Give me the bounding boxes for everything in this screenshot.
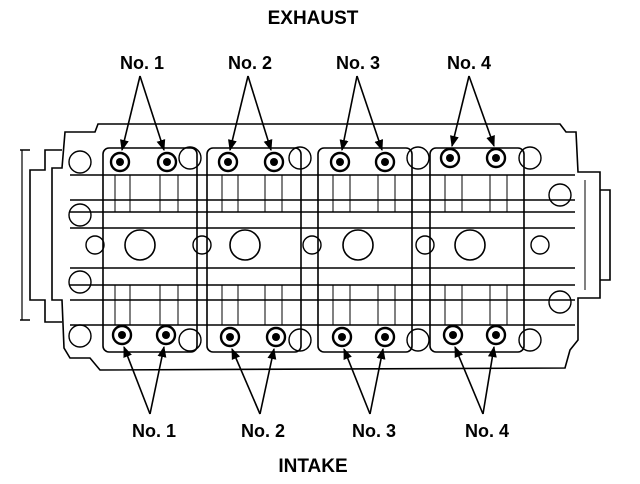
exhaust-label-no3: No. 3: [336, 53, 380, 73]
cam-journal-blocks: [102, 147, 525, 353]
intake-screw-no3-a: [331, 326, 353, 348]
cylinder-head-outline: [20, 123, 611, 371]
exhaust-leader-arrows: [120, 75, 495, 152]
exhaust-screw-no3-b: [374, 151, 396, 173]
spark-plug-holes: [124, 229, 486, 261]
head-bolt-circles: [68, 146, 572, 352]
camshaft-lines: [70, 174, 575, 326]
intake-title: INTAKE: [278, 456, 347, 477]
intake-screw-no1-a: [111, 324, 133, 346]
intake-screw-no1-b: [155, 324, 177, 346]
exhaust-screw-no4-a: [439, 147, 461, 169]
intake-leader-arrows: [123, 345, 497, 415]
exhaust-screw-no4-b: [485, 147, 507, 169]
intake-adjusting-screws: [111, 324, 507, 348]
intake-label-no4: No. 4: [465, 421, 509, 441]
intake-screw-no4-a: [442, 324, 464, 346]
exhaust-screw-no1-b: [156, 151, 178, 173]
intake-label-no3: No. 3: [352, 421, 396, 441]
intake-screw-no2-b: [265, 326, 287, 348]
exhaust-screw-no2-a: [217, 151, 239, 173]
intake-label-no1: No. 1: [132, 421, 176, 441]
exhaust-adjusting-screws: [109, 147, 507, 173]
exhaust-screw-no2-b: [263, 151, 285, 173]
intake-screw-no3-b: [374, 326, 396, 348]
exhaust-screw-no1-a: [109, 151, 131, 173]
exhaust-screw-no3-a: [329, 151, 351, 173]
exhaust-title: EXHAUST: [268, 8, 359, 29]
exhaust-label-no1: No. 1: [120, 53, 164, 73]
exhaust-label-no2: No. 2: [228, 53, 272, 73]
intake-label-no2: No. 2: [241, 421, 285, 441]
intake-screw-no4-b: [485, 324, 507, 346]
intake-screw-no2-a: [219, 326, 241, 348]
rocker-ribs: [114, 175, 508, 325]
exhaust-label-no4: No. 4: [447, 53, 491, 73]
